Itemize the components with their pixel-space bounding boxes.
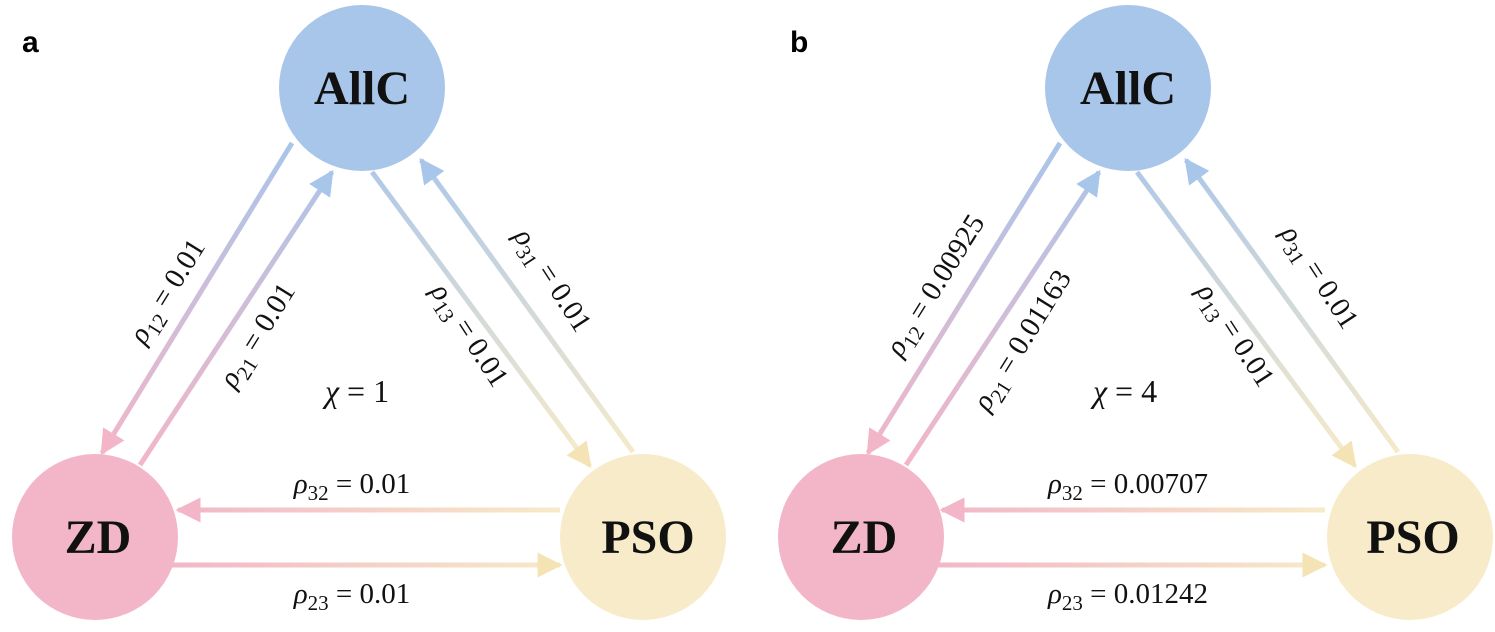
node-label-zd-b: ZD (831, 511, 898, 564)
edge-rho13-a (369, 170, 593, 469)
chi-symbol: χ (322, 373, 340, 409)
panel-label-a: a (22, 26, 39, 59)
node-label-allc-a: AllC (314, 62, 410, 115)
node-allc-b (1045, 5, 1211, 171)
equals-sign: = (1083, 578, 1114, 610)
rho-subscript: 32 (1062, 481, 1083, 505)
rho-subscript: 23 (308, 591, 329, 615)
chi-symbol: χ (1090, 373, 1108, 409)
equals-sign: = (1107, 373, 1141, 409)
node-zd-b (778, 454, 944, 620)
equals-sign: = (329, 468, 360, 500)
equals-sign: = (339, 373, 373, 409)
panel-b: b AllC ZD PSO ρ12 = 0.00925 ρ21 = 0.0116… (778, 5, 1493, 620)
rho-subscript: 23 (1062, 591, 1083, 615)
label-rho32-b: ρ32 = 0.00707 (1047, 468, 1208, 505)
rho-symbol: ρ (1047, 468, 1062, 500)
edge-rho21-b (903, 169, 1102, 467)
rho-value: 0.01 (360, 578, 411, 610)
rho-value: 0.01242 (1114, 578, 1208, 610)
label-rho13-b: ρ13 = 0.01 (1186, 277, 1281, 396)
rho-value: 0.00925 (914, 209, 991, 306)
rho-symbol: ρ (293, 578, 308, 610)
edge-rho12-a (99, 141, 295, 456)
rho-value: 0.00707 (1114, 468, 1208, 500)
label-rho13-a: ρ13 = 0.01 (420, 277, 515, 396)
equals-sign: = (1083, 468, 1114, 500)
node-allc-a (279, 5, 445, 171)
node-label-zd-a: ZD (65, 511, 132, 564)
edge-rho21-a (137, 169, 335, 467)
node-label-pso-b: PSO (1366, 511, 1459, 564)
rho-symbol: ρ (293, 468, 308, 500)
node-zd-a (12, 454, 178, 620)
rho-symbol: ρ (1047, 578, 1062, 610)
edge-rho12-b (865, 141, 1063, 456)
rho-value: 0.01 (360, 468, 411, 500)
edge-rho31-a (418, 157, 636, 454)
label-rho23-a: ρ23 = 0.01 (293, 578, 411, 615)
chi-value: 1 (373, 373, 389, 409)
label-rho31-a: ρ31 = 0.01 (503, 222, 598, 341)
panel-a: a AllC ZD PSO ρ12 = 0.01 ρ21 = 0.01 ρ13 … (12, 5, 726, 620)
label-rho31-b: ρ31 = 0.01 (1270, 219, 1365, 338)
node-label-allc-b: AllC (1080, 62, 1176, 115)
label-rho32-a: ρ32 = 0.01 (293, 468, 411, 505)
chi-label-a: χ = 1 (322, 373, 389, 409)
edge-rho13-b (1134, 170, 1358, 469)
equals-sign: = (329, 578, 360, 610)
rho-subscript: 32 (308, 481, 329, 505)
node-pso-a (560, 454, 726, 620)
panel-label-b: b (790, 26, 808, 59)
node-pso-b (1327, 454, 1493, 620)
chi-label-b: χ = 4 (1090, 373, 1157, 409)
label-rho23-b: ρ23 = 0.01242 (1047, 578, 1208, 615)
edge-rho31-b (1183, 157, 1401, 454)
rho-value: 0.01163 (1002, 264, 1079, 360)
node-label-pso-a: PSO (601, 511, 694, 564)
chi-value: 4 (1141, 373, 1157, 409)
